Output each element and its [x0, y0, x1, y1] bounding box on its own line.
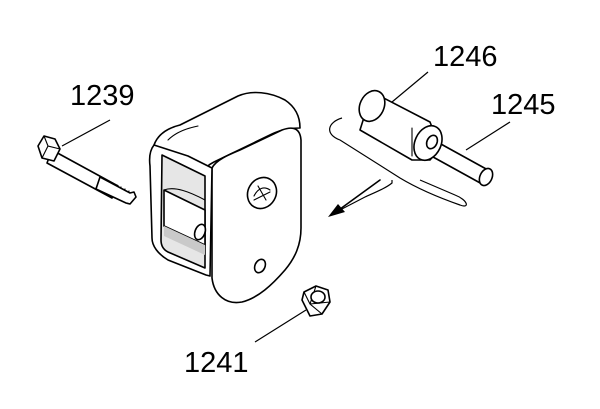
- leader-lines: [61, 71, 511, 343]
- spacer-and-pin-assembly: [328, 89, 494, 217]
- label-1241: 1241: [184, 347, 249, 379]
- nut-1241: [301, 285, 331, 317]
- label-1246: 1246: [433, 41, 498, 73]
- mounting-bracket: [148, 91, 302, 304]
- label-1245: 1245: [491, 89, 556, 121]
- ae-logo-emblem-icon: [246, 176, 278, 210]
- label-1239: 1239: [70, 80, 135, 112]
- bolt-1239: [37, 135, 137, 205]
